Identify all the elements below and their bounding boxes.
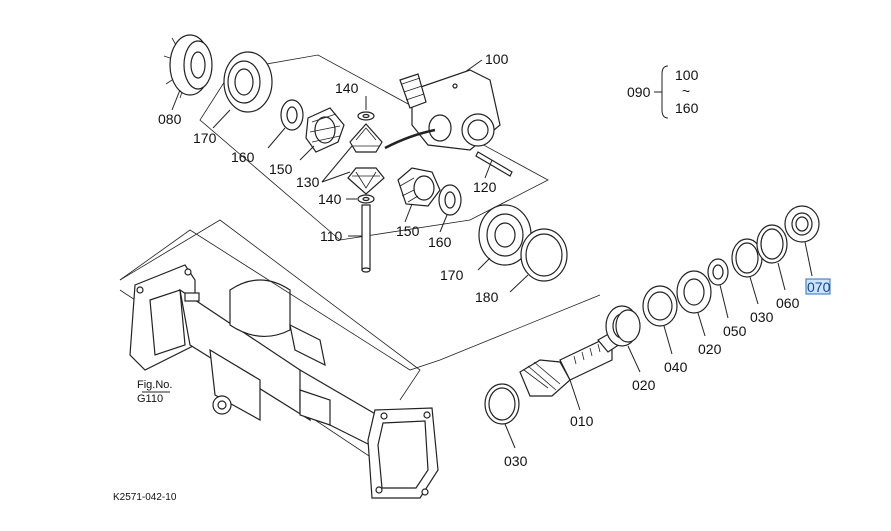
part-030-snap-ring-a[interactable] (484, 383, 520, 425)
label-160-b[interactable]: 160 (428, 234, 452, 250)
label-140-a[interactable]: 140 (335, 80, 359, 96)
label-160-a[interactable]: 160 (231, 149, 255, 165)
range-to[interactable]: 160 (675, 100, 699, 116)
part-080-gear[interactable] (163, 34, 213, 99)
part-140-washer-a[interactable] (357, 111, 375, 121)
label-100[interactable]: 100 (485, 51, 509, 67)
part-110-pin[interactable] (361, 204, 371, 273)
part-060-snap-ring[interactable] (756, 224, 788, 264)
label-020-b[interactable]: 020 (698, 341, 722, 357)
label-080[interactable]: 080 (158, 111, 182, 127)
label-150-a[interactable]: 150 (269, 161, 293, 177)
label-090[interactable]: 090 (627, 84, 651, 100)
label-120[interactable]: 120 (473, 179, 497, 195)
label-170-b[interactable]: 170 (440, 267, 464, 283)
fig-ref-line2[interactable]: G110 (137, 393, 163, 405)
label-040[interactable]: 040 (664, 359, 688, 375)
part-150-side-gear-b[interactable] (397, 167, 441, 207)
part-130-pinion-gear-a[interactable] (349, 123, 383, 153)
label-140-b[interactable]: 140 (318, 191, 342, 207)
part-020-bearing-a[interactable] (605, 305, 641, 347)
part-070-oil-seal[interactable] (784, 205, 820, 243)
selected-part-highlight (805, 278, 831, 295)
part-020-bearing-b[interactable] (676, 270, 712, 314)
label-030-a[interactable]: 030 (504, 453, 528, 469)
range-from[interactable]: 100 (675, 67, 699, 83)
label-180[interactable]: 180 (475, 289, 499, 305)
label-020-a[interactable]: 020 (632, 377, 656, 393)
label-170-a[interactable]: 170 (193, 130, 217, 146)
label-070-selected[interactable]: 070 (807, 279, 831, 295)
range-tilde: ~ (682, 83, 690, 99)
label-030-b[interactable]: 030 (750, 309, 774, 325)
axle-housing (119, 219, 439, 499)
part-180-shim[interactable] (520, 228, 568, 282)
part-050-nut[interactable] (707, 258, 729, 286)
part-130-pinion-gear-b[interactable] (347, 167, 385, 195)
group-outline (199, 54, 549, 241)
part-170-bearing-a[interactable] (223, 51, 273, 113)
part-040-collar[interactable] (642, 285, 678, 327)
part-030-snap-ring-b[interactable] (731, 238, 763, 278)
label-130[interactable]: 130 (296, 174, 320, 190)
label-150-b[interactable]: 150 (396, 223, 420, 239)
shaft-group-outline (119, 229, 601, 371)
label-110[interactable]: 110 (320, 228, 343, 244)
part-100-differential-case[interactable] (399, 69, 501, 151)
part-010-bevel-pinion-shaft[interactable] (519, 331, 621, 397)
part-150-side-gear-a[interactable] (305, 107, 345, 153)
label-050[interactable]: 050 (723, 323, 747, 339)
label-060[interactable]: 060 (776, 295, 800, 311)
part-140-washer-b[interactable] (357, 194, 375, 204)
part-160-washer-b[interactable] (438, 184, 462, 216)
part-120-pin[interactable] (475, 151, 513, 177)
label-010[interactable]: 010 (570, 413, 594, 429)
part-170-bearing-b[interactable] (478, 204, 532, 266)
range-bracket (661, 65, 669, 119)
part-160-washer-a[interactable] (280, 99, 304, 131)
drawing-code: K2571-042-10 (113, 492, 177, 503)
fig-ref-line1: Fig.No. (137, 379, 172, 391)
